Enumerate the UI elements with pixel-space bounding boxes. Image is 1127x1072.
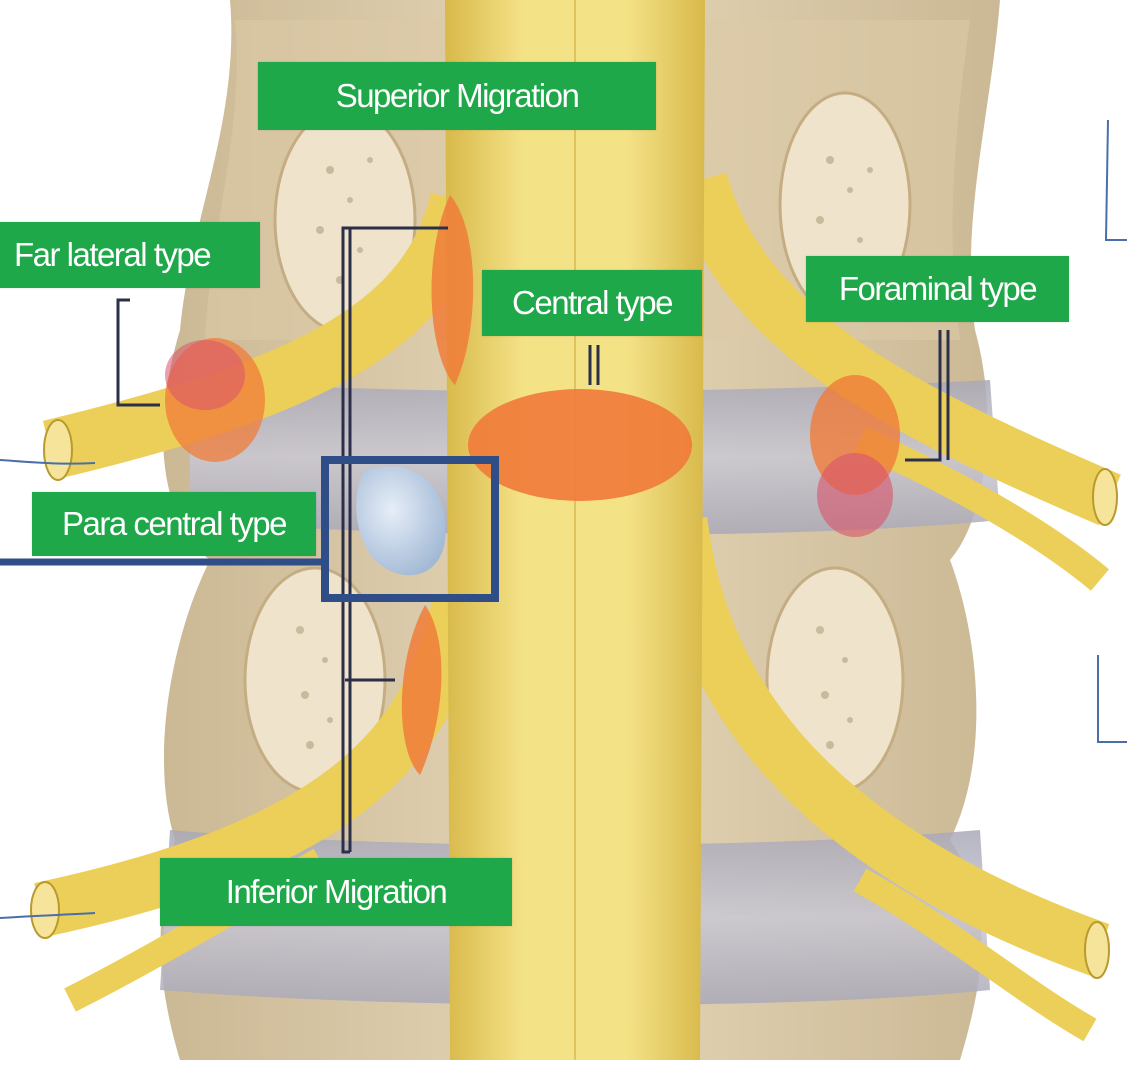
far-lateral-herniation-core [165, 340, 245, 410]
superior-migration-label: Superior Migration [258, 62, 656, 130]
root-end-right-lower [1085, 922, 1109, 978]
root-end-left-upper [44, 420, 72, 480]
foraminal-type-label: Foraminal type [806, 256, 1069, 322]
foraminal-herniation-core [817, 453, 893, 537]
inferior-migration-label: Inferior Migration [160, 858, 512, 926]
far-lateral-type-label: Far lateral type [0, 222, 260, 288]
central-herniation [468, 389, 692, 501]
central-type-label: Central type [482, 270, 702, 336]
para-central-type-label: Para central type [32, 492, 316, 556]
root-end-right-upper [1093, 469, 1117, 525]
root-end-left-lower [31, 882, 59, 938]
